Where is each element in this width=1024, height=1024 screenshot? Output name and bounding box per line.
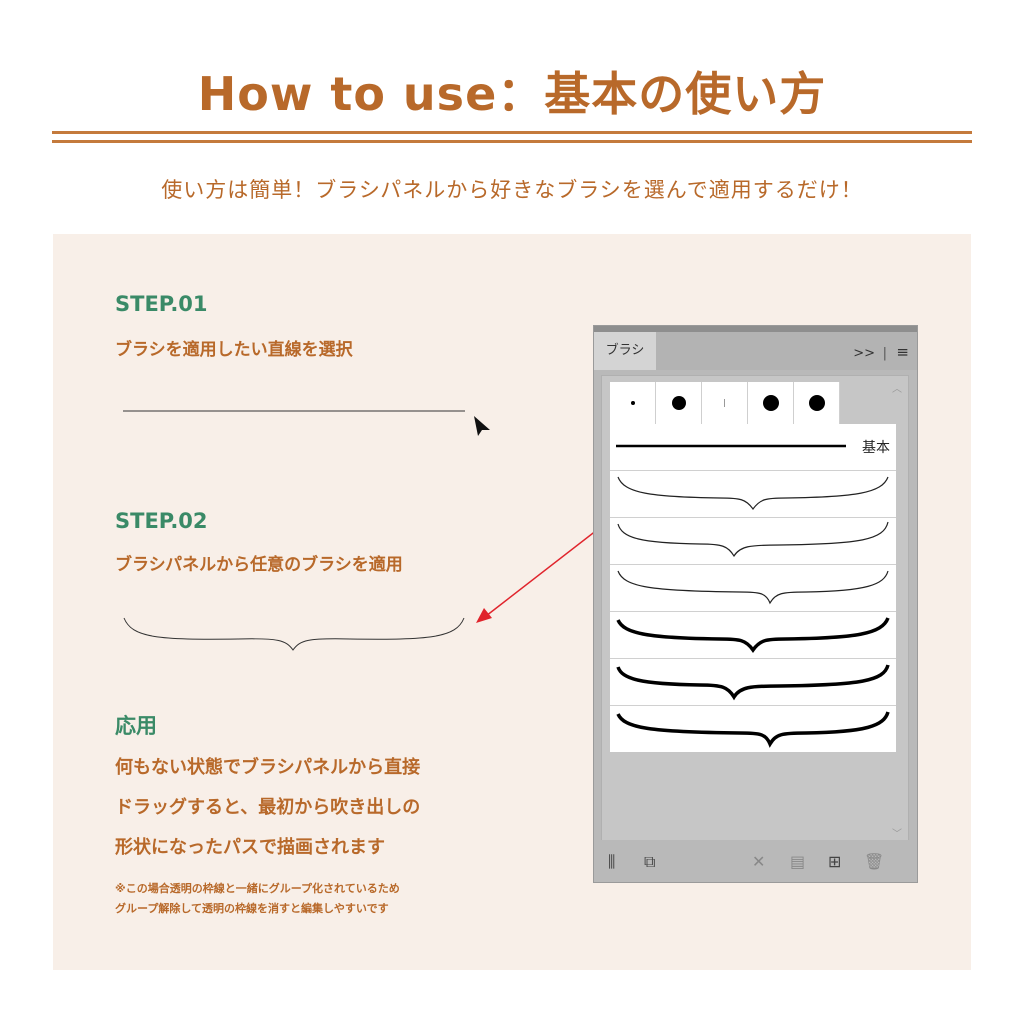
scroll-down-icon[interactable]: ﹀: [892, 829, 902, 840]
dot-brush-thin[interactable]: [702, 382, 748, 424]
brush-row-basic[interactable]: 基本: [610, 424, 896, 470]
brush-library-icon[interactable]: ⫼: [608, 852, 616, 871]
note-line-1: ※この場合透明の枠線と一緒にグループ化されているため: [115, 882, 400, 895]
dot-brush-large[interactable]: [794, 382, 840, 424]
cursor-arrow-icon: [474, 416, 490, 436]
straight-line-illustration: [123, 410, 490, 436]
delete-icon[interactable]: 🗑: [864, 852, 885, 871]
scroll-up-icon[interactable]: ︿: [892, 384, 902, 395]
step-02-text: ブラシパネルから任意のブラシを適用: [115, 555, 403, 575]
panel-tab-strip: >> | ≡: [656, 332, 917, 370]
brush-row-bracket-1[interactable]: [610, 470, 896, 517]
page-subtitle: 使い方は簡単！ブラシパネルから好きなブラシを選んで適用するだけ！: [161, 178, 863, 202]
panel-menu-icon[interactable]: ≡: [896, 343, 909, 361]
cc-libraries-icon[interactable]: ⧉: [644, 852, 656, 871]
dot-brush-large[interactable]: [656, 382, 702, 424]
new-brush-icon[interactable]: ⊞: [828, 852, 842, 871]
title-divider-top: [52, 131, 972, 134]
application-line-2: ドラッグすると、最初から吹き出しの: [115, 797, 421, 818]
note-line-2: グループ解除して透明の枠線を消すと編集しやすいです: [115, 902, 389, 915]
brush-row-bold-bracket-2[interactable]: [610, 658, 896, 705]
title-divider-bottom: [52, 140, 972, 143]
separator: |: [882, 346, 887, 361]
brush-list-area: ︿ 基本: [601, 375, 909, 845]
brush-list: 基本: [610, 424, 896, 752]
expand-panel-button[interactable]: >>: [853, 346, 875, 361]
panel-bottom-toolbar: ⫼ ⧉ ✕ ▤ ⊞ 🗑: [594, 840, 917, 882]
page-title: How to use：基本の使い方: [197, 67, 827, 121]
dot-brush-row: [610, 382, 840, 424]
dot-brush-small[interactable]: [610, 382, 656, 424]
application-line-1: 何もない状態でブラシパネルから直接: [115, 757, 421, 778]
brushed-line-illustration: [123, 617, 465, 651]
brushes-panel: ブラシ >> | ≡ ︿ 基本: [593, 325, 918, 883]
application-line-3: 形状になったパスで描画されます: [115, 837, 385, 858]
brush-row-bracket-2[interactable]: [610, 517, 896, 564]
step-01-text: ブラシを適用したい直線を選択: [115, 340, 353, 360]
remove-stroke-icon[interactable]: ✕: [752, 852, 766, 871]
brush-row-bracket-3[interactable]: [610, 564, 896, 611]
step-01-label: STEP.01: [115, 292, 208, 316]
basic-brush-label: 基本: [862, 440, 890, 456]
brush-row-bold-bracket-1[interactable]: [610, 611, 896, 658]
dot-brush-large[interactable]: [748, 382, 794, 424]
tab-brushes[interactable]: ブラシ: [594, 332, 657, 370]
step-02-label: STEP.02: [115, 509, 208, 533]
brush-row-bold-bracket-3[interactable]: [610, 705, 896, 752]
panel-title-bar[interactable]: [594, 326, 917, 332]
options-icon[interactable]: ▤: [790, 852, 806, 871]
application-label: 応用: [115, 714, 157, 738]
